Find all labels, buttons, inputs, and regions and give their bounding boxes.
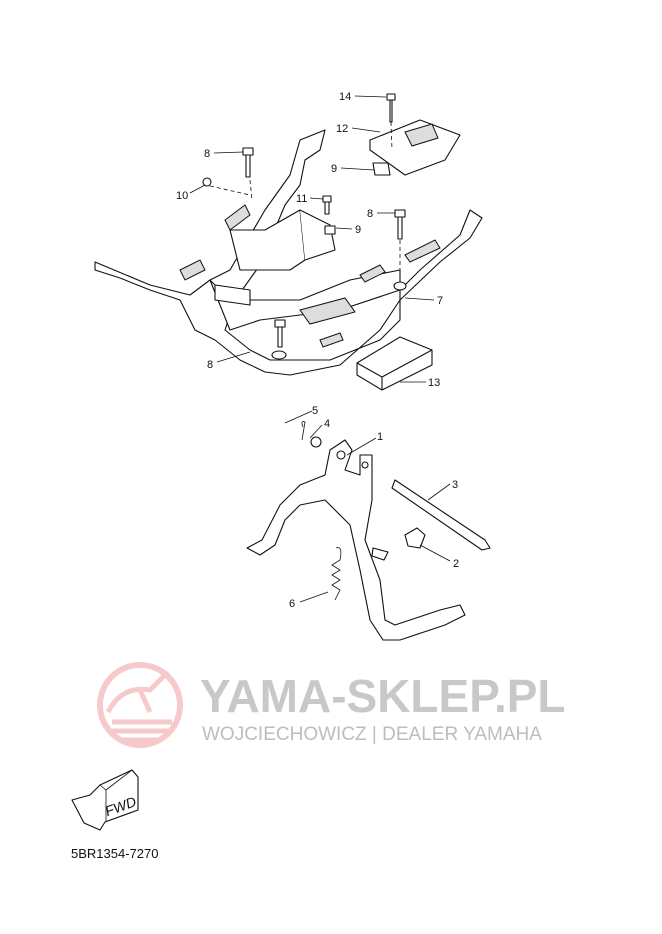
callout-8: 8 xyxy=(204,148,210,160)
callout-14: 14 xyxy=(339,91,351,103)
part-code: 5BR1354-7270 xyxy=(71,846,159,861)
cover-part-12 xyxy=(369,119,461,176)
shaft-part-3 xyxy=(391,479,491,551)
callout-9: 9 xyxy=(331,163,337,175)
callout-8: 8 xyxy=(367,208,373,220)
clip-part-9 xyxy=(372,162,391,176)
spring-part-6 xyxy=(331,547,342,601)
callout-7: 7 xyxy=(437,295,443,307)
callout-8: 8 xyxy=(207,359,213,371)
callout-12: 12 xyxy=(336,123,348,135)
main-stand-part-1 xyxy=(246,439,466,641)
callout-1: 1 xyxy=(377,431,383,443)
callout-6: 6 xyxy=(289,598,295,610)
watermark-logo xyxy=(97,662,183,748)
callout-3: 3 xyxy=(452,479,458,491)
watermark-subtitle: WOJCIECHOWICZ | DEALER YAMAHA xyxy=(202,724,542,745)
callouts: 14 12 8 9 10 11 8 9 7 8 13 5 4 1 3 2 6 xyxy=(176,91,459,610)
callout-5: 5 xyxy=(312,405,318,417)
watermark-title: YAMA-SKLEP.PL xyxy=(200,670,566,722)
pad-part-13 xyxy=(356,336,433,391)
callout-2: 2 xyxy=(453,558,459,570)
washer-part-4 xyxy=(310,436,322,448)
fwd-arrow-icon: FWD xyxy=(71,769,139,831)
pin-part-5 xyxy=(301,421,306,441)
callout-13: 13 xyxy=(428,377,440,389)
callout-4: 4 xyxy=(324,418,330,430)
callout-11: 11 xyxy=(296,193,307,205)
bush-part-2 xyxy=(404,527,426,549)
callout-10: 10 xyxy=(176,190,188,202)
callout-9: 9 xyxy=(355,224,361,236)
footboard-part-7 xyxy=(94,129,483,376)
leader-lines xyxy=(189,95,451,603)
